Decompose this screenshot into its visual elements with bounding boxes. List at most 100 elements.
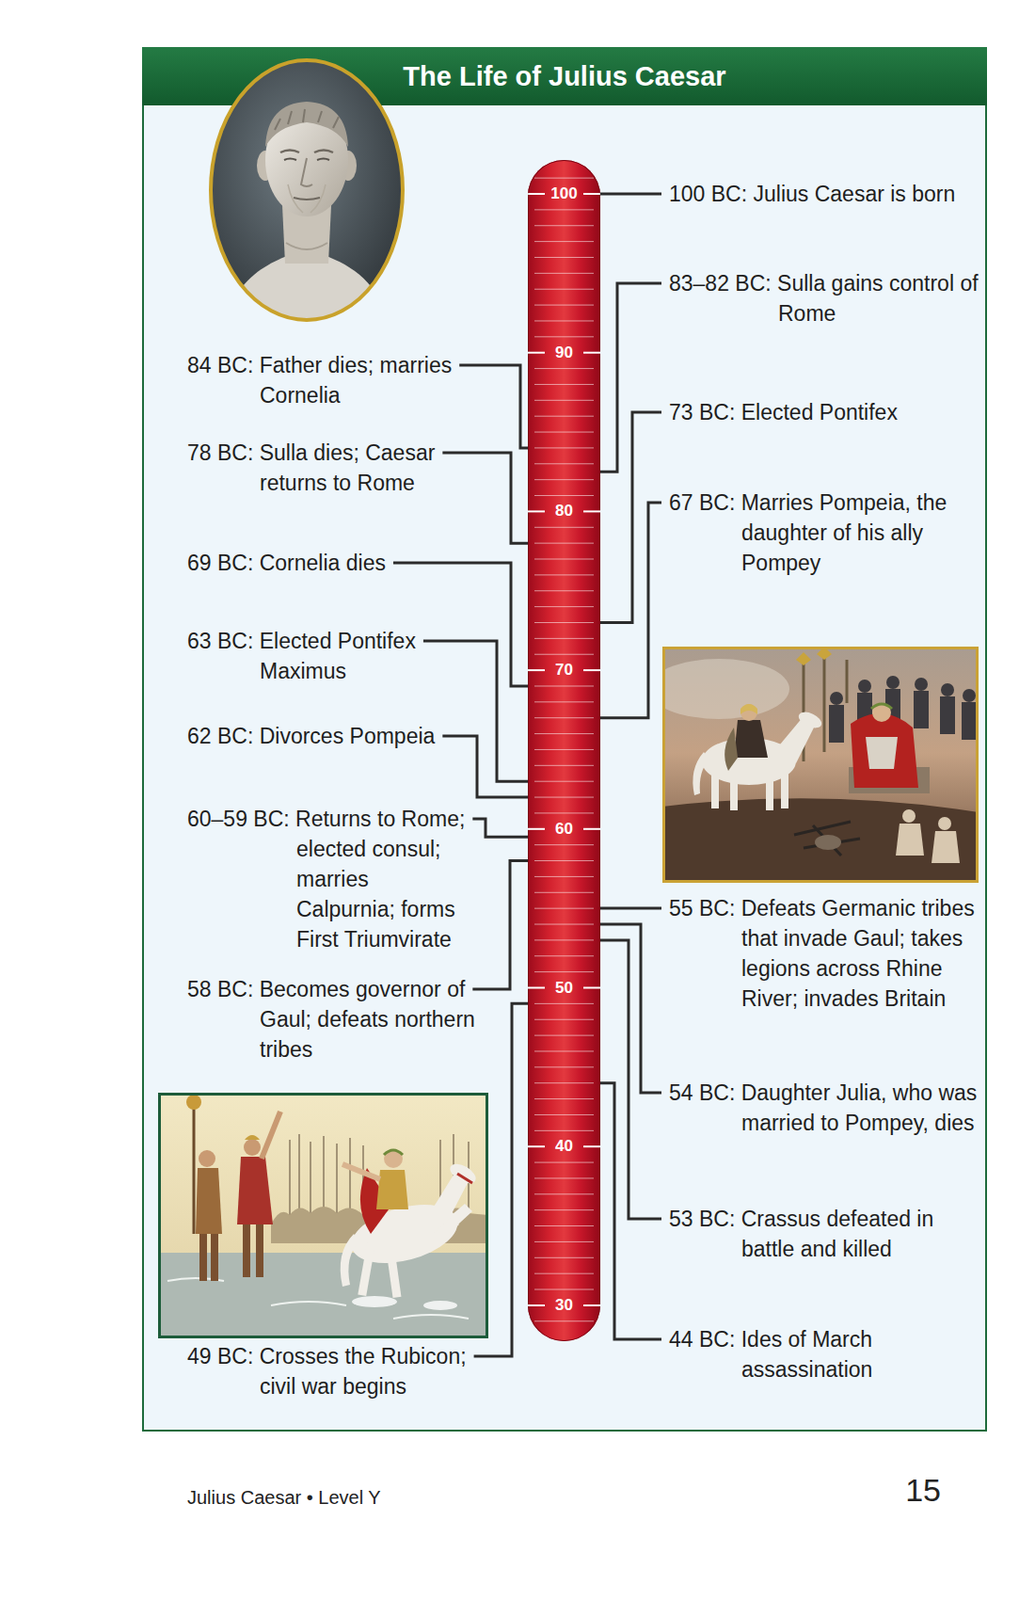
minor-tick — [534, 907, 594, 909]
minor-tick — [534, 335, 594, 337]
minor-tick — [534, 272, 594, 274]
minor-tick — [534, 716, 594, 718]
timeline-entry: 49 BC: Crosses the Rubicon; civil war be… — [187, 1340, 499, 1402]
minor-tick — [534, 684, 594, 686]
leader-line — [600, 939, 662, 1219]
minor-tick — [534, 1241, 594, 1242]
minor-tick — [534, 653, 594, 655]
minor-tick — [534, 637, 594, 639]
minor-tick — [534, 1273, 594, 1274]
minor-tick — [534, 812, 594, 813]
minor-tick — [534, 1257, 594, 1258]
leader-line — [600, 502, 662, 718]
major-tick — [527, 192, 545, 195]
minor-tick — [534, 1114, 594, 1115]
minor-tick — [534, 1320, 594, 1322]
minor-tick — [534, 1193, 594, 1195]
major-tick — [527, 668, 545, 671]
minor-tick — [534, 415, 594, 417]
timeline-entry: 44 BC: Ides of March assassination — [668, 1323, 979, 1385]
timeline-entry: 69 BC: Cornelia dies — [187, 547, 498, 578]
leader-line — [442, 735, 528, 797]
leader-line — [600, 192, 662, 196]
minor-tick — [534, 542, 594, 544]
timeline-entry: 62 BC: Divorces Pompeia — [187, 720, 464, 751]
caesar-portrait — [205, 54, 409, 326]
minor-tick — [534, 304, 594, 306]
leader-line — [459, 365, 528, 448]
timeline-entry: 63 BC: Elected Pontifex Maximus — [187, 625, 484, 686]
minor-tick — [534, 1098, 594, 1099]
bar-ticks — [527, 159, 601, 1341]
leader-line — [474, 1003, 528, 1356]
minor-tick — [534, 700, 594, 702]
timeline-entry: 67 BC: Marries Pompeia, the daughter of … — [668, 487, 979, 578]
rubicon-painting — [158, 1092, 489, 1338]
painting-scene — [662, 646, 979, 883]
minor-tick — [534, 1225, 594, 1227]
minor-tick — [534, 843, 594, 845]
minor-tick — [534, 526, 594, 528]
tick-year: 50 — [527, 977, 601, 999]
timeline-bar: 10090807060504030 — [527, 159, 601, 1341]
major-tick — [583, 1304, 601, 1306]
tick-year: 100 — [527, 183, 601, 205]
minor-tick — [534, 1209, 594, 1211]
minor-tick — [534, 240, 594, 242]
minor-tick — [534, 367, 594, 369]
timeline-entry: 100 BC: Julius Caesar is born — [668, 178, 979, 209]
tick-year: 40 — [527, 1135, 601, 1157]
minor-tick — [534, 955, 594, 956]
minor-tick — [534, 1130, 594, 1131]
minor-tick — [534, 875, 594, 877]
timeline-entry: 73 BC: Elected Pontifex — [668, 397, 979, 428]
major-tick — [527, 987, 545, 989]
minor-tick — [534, 780, 594, 782]
minor-tick — [534, 1082, 594, 1083]
minor-tick — [534, 1050, 594, 1051]
tick-year: 30 — [527, 1294, 601, 1316]
minor-tick — [534, 177, 594, 179]
minor-tick — [534, 589, 594, 591]
portrait-bust — [210, 60, 403, 326]
minor-tick — [534, 573, 594, 575]
minor-tick — [534, 399, 594, 401]
timeline-entry: 78 BC: Sulla dies; Caesar returns to Rom… — [187, 437, 498, 498]
minor-tick — [534, 478, 594, 480]
minor-tick — [534, 1177, 594, 1179]
minor-tick — [534, 1019, 594, 1020]
page-number: 15 — [846, 1470, 941, 1509]
leader-line — [600, 412, 662, 622]
major-tick — [583, 509, 601, 512]
minor-tick — [534, 446, 594, 448]
minor-tick — [534, 256, 594, 258]
footer-text: Julius Caesar • Level Y — [187, 1485, 564, 1509]
timeline-entry: 60–59 BC: Returns to Rome; elected consu… — [187, 803, 473, 955]
minor-tick — [534, 1162, 594, 1163]
minor-tick — [534, 1003, 594, 1004]
timeline-entry: 54 BC: Daughter Julia, who was married t… — [668, 1077, 979, 1138]
timeline-entry: 58 BC: Becomes governor of Gaul; defeats… — [187, 973, 497, 1065]
minor-tick — [534, 923, 594, 925]
minor-tick — [534, 859, 594, 861]
major-tick — [527, 351, 545, 354]
leader-line — [600, 1082, 662, 1339]
leader-line — [472, 818, 528, 837]
major-tick — [583, 828, 601, 830]
minor-tick — [534, 971, 594, 972]
tick-year: 60 — [527, 818, 601, 840]
minor-tick — [534, 605, 594, 607]
major-tick — [527, 1145, 545, 1147]
minor-tick — [534, 732, 594, 734]
minor-tick — [534, 748, 594, 750]
major-tick — [583, 1145, 601, 1147]
timeline-entry: 53 BC: Crassus defeated in battle and ki… — [668, 1203, 979, 1264]
minor-tick — [534, 383, 594, 385]
minor-tick — [534, 208, 594, 210]
tick-year: 70 — [527, 659, 601, 681]
minor-tick — [534, 764, 594, 766]
minor-tick — [534, 1289, 594, 1290]
minor-tick — [534, 224, 594, 226]
